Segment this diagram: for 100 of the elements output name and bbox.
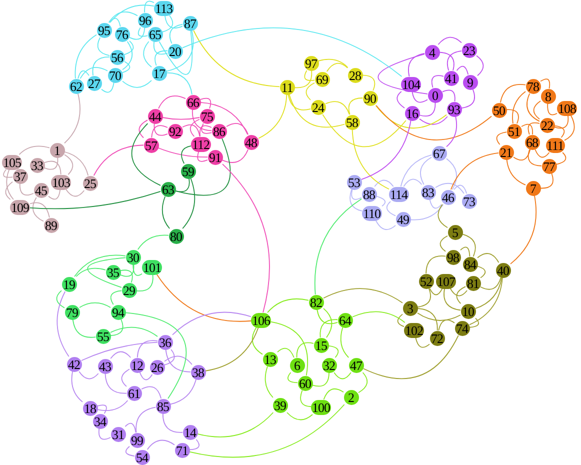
edge-line bbox=[496, 132, 507, 145]
graph-node: 68 bbox=[524, 134, 540, 150]
edge-line bbox=[378, 54, 428, 94]
edge-line bbox=[166, 72, 192, 95]
edge-line bbox=[222, 164, 270, 313]
edge-line bbox=[540, 173, 554, 189]
edge-line bbox=[48, 189, 61, 200]
edge-line bbox=[477, 266, 486, 278]
edge-line bbox=[71, 371, 83, 402]
edge-line bbox=[72, 319, 96, 338]
edge-line bbox=[340, 327, 350, 358]
graph-node: 50 bbox=[492, 102, 506, 118]
edge-line bbox=[564, 115, 575, 141]
edge-line bbox=[429, 199, 442, 209]
edge-line bbox=[288, 94, 345, 128]
edge-line bbox=[125, 312, 187, 399]
edge-line bbox=[110, 351, 132, 359]
edge-line bbox=[512, 91, 526, 124]
graph-node: 33 bbox=[30, 158, 44, 172]
edge-line bbox=[376, 196, 386, 207]
edge-line bbox=[6, 169, 14, 200]
edge-line bbox=[412, 91, 428, 103]
graph-node: 97 bbox=[304, 56, 318, 70]
graph-node: 70 bbox=[108, 68, 122, 82]
edge-line bbox=[92, 56, 110, 76]
graph-node: 63 bbox=[160, 182, 176, 196]
edge-line bbox=[348, 98, 363, 115]
edge-line bbox=[165, 349, 191, 372]
edge-line bbox=[122, 61, 130, 73]
graph-node: 67 bbox=[432, 146, 446, 160]
graph-node: 47 bbox=[348, 358, 364, 372]
graph-node: 88 bbox=[362, 186, 376, 202]
edge-line bbox=[18, 146, 50, 155]
edge-line bbox=[78, 70, 90, 79]
graph-node: 66 bbox=[186, 94, 200, 110]
edge-line bbox=[420, 156, 432, 185]
graph-node: 108 bbox=[557, 100, 577, 116]
edge-line bbox=[526, 93, 540, 122]
graph-node: 57 bbox=[144, 138, 158, 152]
edge-line bbox=[154, 50, 168, 66]
edge-line bbox=[132, 264, 142, 276]
edge-line bbox=[226, 123, 249, 135]
graph-node: 60 bbox=[298, 376, 312, 390]
graph-node: 113 bbox=[154, 0, 174, 16]
graph-node: 89 bbox=[44, 218, 58, 232]
edge-line bbox=[87, 257, 126, 288]
edge-line bbox=[477, 253, 500, 263]
edge-line bbox=[108, 12, 138, 23]
graph-node: 98 bbox=[446, 250, 460, 264]
edge-line bbox=[450, 288, 468, 296]
edge-line bbox=[419, 102, 436, 117]
edge-line bbox=[143, 41, 152, 68]
edge-line bbox=[328, 345, 339, 358]
edge-line bbox=[74, 34, 97, 79]
edge-line bbox=[435, 182, 464, 194]
edge-line bbox=[136, 406, 156, 433]
graph-node: 90 bbox=[362, 90, 378, 106]
edge-line bbox=[396, 91, 405, 108]
edge-line bbox=[450, 152, 499, 190]
edge-line bbox=[189, 439, 200, 450]
graph-node: 53 bbox=[346, 174, 362, 190]
edge-line bbox=[170, 379, 196, 405]
edge-line bbox=[528, 149, 542, 166]
edge-line bbox=[144, 0, 154, 13]
edge-line bbox=[294, 70, 312, 88]
edge-line bbox=[267, 298, 309, 313]
edge-line bbox=[164, 15, 183, 28]
graph-node: 11 bbox=[280, 80, 294, 94]
edge-line bbox=[462, 234, 476, 257]
edge-line bbox=[417, 308, 438, 331]
graph-node: 37 bbox=[12, 168, 28, 184]
edge-line bbox=[109, 18, 121, 27]
edge-line bbox=[363, 335, 459, 380]
edge-line bbox=[351, 189, 362, 200]
graph-node: 9 bbox=[462, 74, 478, 90]
graph-node: 72 bbox=[430, 330, 444, 346]
edge-line bbox=[528, 122, 540, 135]
edge-line bbox=[408, 52, 425, 77]
edge-line bbox=[397, 314, 404, 328]
edge-line bbox=[277, 348, 294, 358]
edge-line bbox=[440, 235, 448, 252]
edge-line bbox=[139, 372, 153, 380]
edge-line bbox=[32, 197, 44, 222]
edge-line bbox=[222, 149, 248, 163]
graph-node: 19 bbox=[62, 276, 76, 292]
graph-node: 49 bbox=[396, 212, 410, 226]
graph-node: 58 bbox=[344, 114, 360, 130]
graph-node: 4 bbox=[424, 44, 440, 60]
graph-node: 34 bbox=[92, 414, 108, 428]
graph-node: 94 bbox=[110, 304, 126, 320]
graph-node: 64 bbox=[338, 312, 352, 328]
edge-line bbox=[510, 195, 536, 264]
graph-node: 92 bbox=[168, 124, 182, 138]
graph-node: 39 bbox=[272, 398, 288, 412]
edge-line bbox=[361, 120, 412, 180]
edge-line bbox=[304, 70, 315, 81]
graph-node: 35 bbox=[106, 264, 120, 280]
edge-line bbox=[456, 66, 469, 75]
edge-line bbox=[19, 183, 34, 196]
edge-line bbox=[513, 149, 531, 160]
